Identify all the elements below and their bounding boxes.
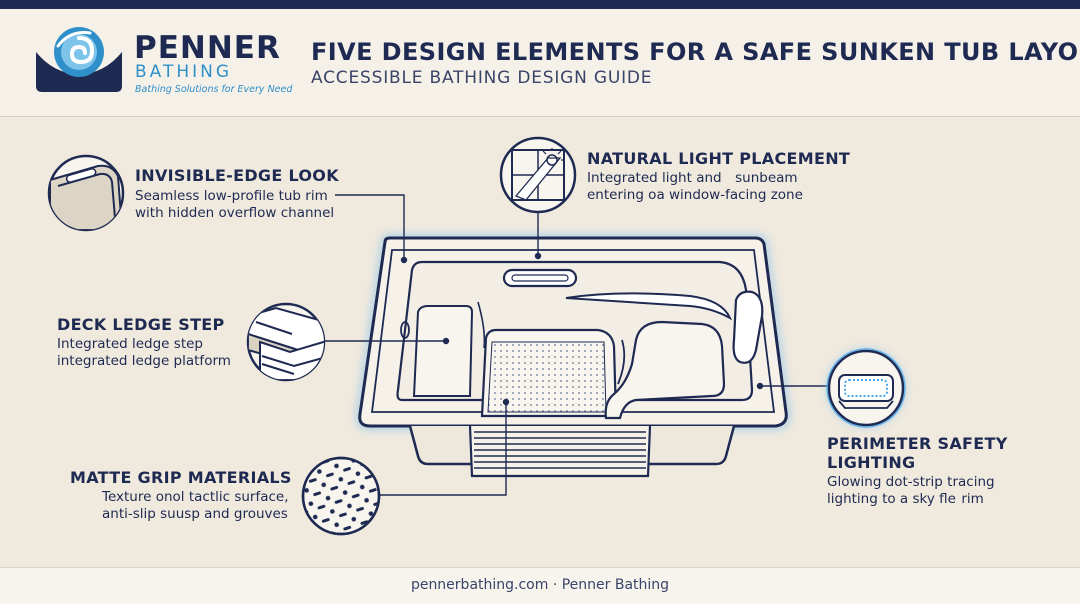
invisible-edge-desc-line1: Seamless low-profile tub rim (135, 188, 328, 204)
perimeter-title-line2: LIGHTING (827, 453, 916, 472)
callout-leaders (324, 194, 830, 496)
deck-ledge-desc-line1: Integrated ledge step (57, 336, 203, 352)
deck-step-icon (246, 302, 326, 382)
step-grooves (474, 431, 646, 469)
grab-bar (502, 268, 578, 288)
matte-grip-title: MATTE GRIP MATERIALS (70, 468, 292, 487)
footer-text[interactable]: pennerbathing.com · Penner Bathing (410, 577, 670, 593)
header-band (0, 9, 1080, 117)
natural-light-desc-line2: entering oa window-facing zone (587, 187, 803, 203)
perimeter-desc-line2: lighting to a sky fle rim (827, 491, 984, 507)
perimeter-title-line1: PERIMETER SAFETY (827, 434, 1008, 453)
top-accent-bar (0, 0, 1080, 9)
natural-light-title: NATURAL LIGHT PLACEMENT (587, 149, 851, 168)
brand-name: PENNER (134, 30, 281, 66)
invisible-edge-title: INVISIBLE-EDGE LOOK (135, 166, 339, 185)
perimeter-desc-line1: Glowing dot-strip tracing (827, 474, 995, 490)
deck-ledge-desc-line2: integrated ledge platform (57, 353, 231, 369)
footer-band (0, 567, 1080, 604)
brand-tagline: Bathing Solutions for Every Need (135, 84, 293, 95)
perimeter-lighting-icon (826, 348, 906, 428)
sunlight-window-icon (499, 136, 577, 214)
page-title: FIVE DESIGN ELEMENTS FOR A SAFE SUNKEN T… (311, 38, 1080, 66)
matte-grip-desc-line1: Texture onol tactlic surface, (102, 489, 289, 505)
brand-subname: BATHING (135, 62, 233, 82)
invisible-edge-desc-line2: with hidden overflow channel (135, 205, 335, 221)
deck-ledge-title: DECK LEDGE STEP (57, 315, 225, 334)
matte-grip-desc-line2: anti-slip suusp and grouves (102, 506, 288, 522)
natural-light-desc-line1: Integrated light and sunbeam (587, 170, 798, 186)
grip-texture-icon (301, 456, 381, 536)
invisible-edge-icon (47, 154, 125, 232)
page-subtitle: ACCESSIBLE BATHING DESIGN GUIDE (311, 68, 653, 88)
